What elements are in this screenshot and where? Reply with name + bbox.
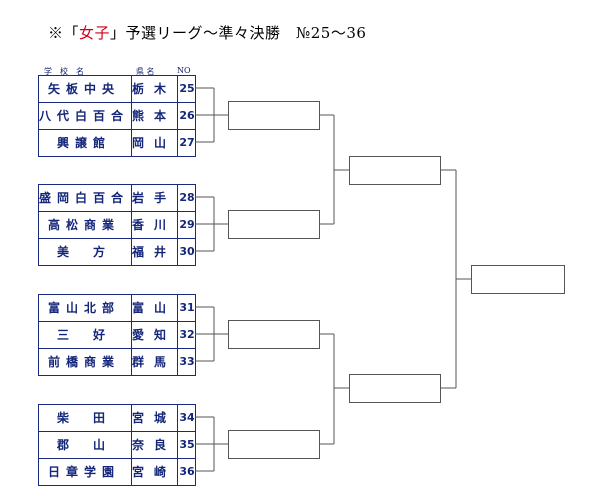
prefecture: 群馬 xyxy=(131,349,176,375)
team-number: 30 xyxy=(177,239,196,265)
header-school: 学 校 名 xyxy=(44,67,84,76)
prefecture: 熊本 xyxy=(131,103,176,129)
school-name: 郡 山 xyxy=(56,438,111,452)
page-title: ※「女子」予選リーグ〜準々決勝 №25〜36 xyxy=(48,22,366,43)
team-row: 盛岡白百合 岩手 28 xyxy=(39,185,195,211)
team-row: 三 好 愛知 32 xyxy=(39,321,195,348)
school-name: 日章学園 xyxy=(47,465,120,479)
team-number: 36 xyxy=(177,459,196,485)
team-row: 美 方 福井 30 xyxy=(39,238,195,265)
prefecture: 香川 xyxy=(131,212,176,238)
team-row: 柴 田 宮城 34 xyxy=(39,405,195,431)
team-number: 33 xyxy=(177,349,196,375)
group-2: 盛岡白百合 岩手 28 高松商業 香川 29 美 方 福井 30 xyxy=(38,184,196,266)
title-highlight: 女子 xyxy=(79,24,111,42)
header-no: NO xyxy=(177,66,191,75)
title-suffix: 」予選リーグ〜準々決勝 №25〜36 xyxy=(110,24,367,42)
team-number: 27 xyxy=(177,130,196,156)
team-row: 郡 山 奈良 35 xyxy=(39,431,195,458)
group-4: 柴 田 宮城 34 郡 山 奈良 35 日章学園 宮崎 36 xyxy=(38,404,196,486)
result-box xyxy=(471,265,565,294)
school-name: 美 方 xyxy=(56,245,111,259)
prefecture: 栃木 xyxy=(131,76,176,102)
team-number: 29 xyxy=(177,212,196,238)
result-box xyxy=(228,430,320,459)
prefecture: 富山 xyxy=(131,295,176,321)
team-row: 矢板中央 栃木 25 xyxy=(39,76,195,102)
team-number: 31 xyxy=(177,295,196,321)
result-box xyxy=(228,210,320,239)
prefecture: 宮城 xyxy=(131,405,176,431)
team-row: 興譲館 岡山 27 xyxy=(39,129,195,156)
team-number: 28 xyxy=(177,185,196,211)
school-name: 三 好 xyxy=(56,328,111,342)
result-box xyxy=(228,320,320,349)
prefecture: 岡山 xyxy=(131,130,176,156)
team-row: 富山北部 富山 31 xyxy=(39,295,195,321)
prefecture: 奈良 xyxy=(131,432,176,458)
team-row: 日章学園 宮崎 36 xyxy=(39,458,195,485)
school-name: 盛岡白百合 xyxy=(39,191,130,205)
result-box xyxy=(349,374,441,403)
team-number: 25 xyxy=(177,76,196,102)
prefecture: 宮崎 xyxy=(131,459,176,485)
result-box xyxy=(349,156,441,185)
team-number: 35 xyxy=(177,432,196,458)
school-name: 富山北部 xyxy=(47,301,120,315)
school-name: 八代白百合 xyxy=(39,109,130,123)
prefecture: 福井 xyxy=(131,239,176,265)
school-name: 柴 田 xyxy=(56,411,111,425)
result-box xyxy=(228,101,320,130)
school-name: 矢板中央 xyxy=(47,82,120,96)
team-number: 26 xyxy=(177,103,196,129)
team-row: 前橋商業 群馬 33 xyxy=(39,348,195,375)
group-1: 矢板中央 栃木 25 八代白百合 熊本 26 興譲館 岡山 27 xyxy=(38,75,196,157)
team-row: 八代白百合 熊本 26 xyxy=(39,102,195,129)
team-number: 34 xyxy=(177,405,196,431)
title-prefix: ※「 xyxy=(48,24,80,42)
header-pref: 県 名 xyxy=(136,67,155,76)
group-3: 富山北部 富山 31 三 好 愛知 32 前橋商業 群馬 33 xyxy=(38,294,196,376)
school-name: 高松商業 xyxy=(47,218,120,232)
prefecture: 岩手 xyxy=(131,185,176,211)
team-number: 32 xyxy=(177,322,196,348)
school-name: 興譲館 xyxy=(56,136,111,150)
school-name: 前橋商業 xyxy=(47,355,120,369)
team-row: 高松商業 香川 29 xyxy=(39,211,195,238)
prefecture: 愛知 xyxy=(131,322,176,348)
